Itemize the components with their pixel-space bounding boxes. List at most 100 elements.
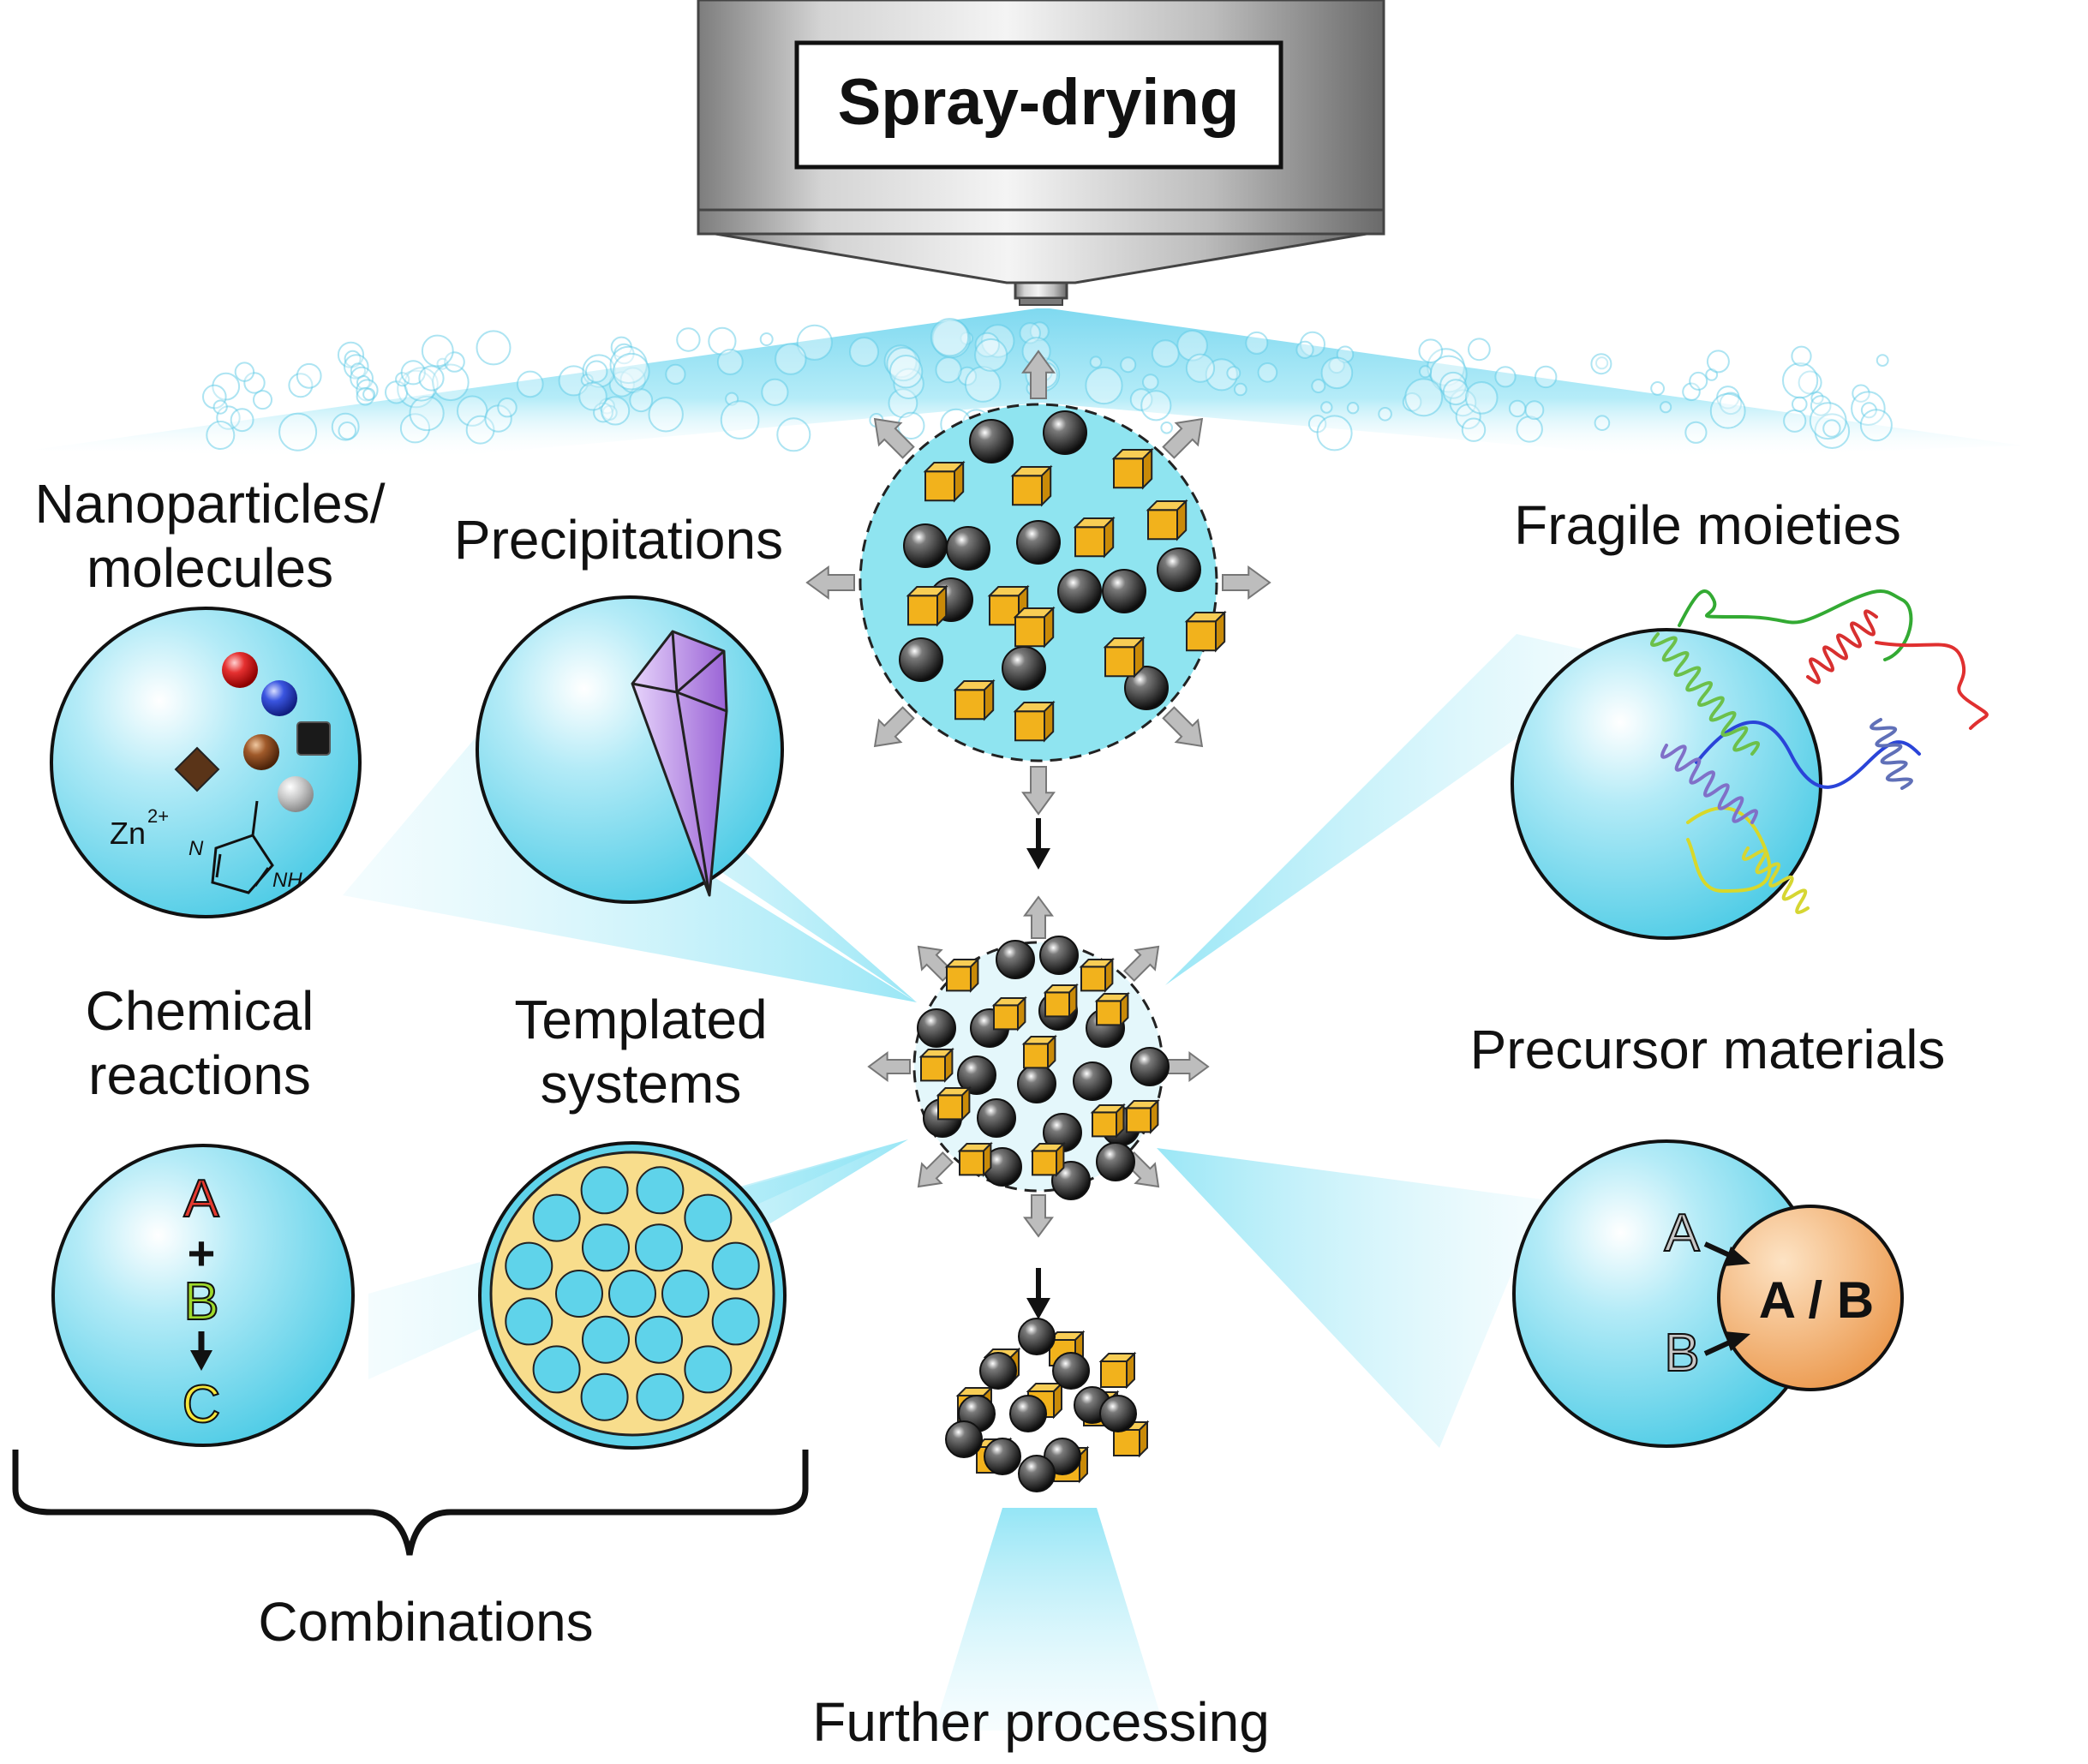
gold-cube — [923, 460, 966, 503]
gold-cube — [1124, 1098, 1160, 1134]
spray-bubble — [1684, 421, 1708, 444]
template-pore — [684, 1193, 733, 1242]
protein-helix — [1742, 846, 1810, 914]
spray-bubble — [1682, 382, 1701, 402]
black-sphere — [1043, 410, 1087, 455]
spray-bubble — [1851, 391, 1886, 427]
spray-bubble — [1311, 379, 1326, 393]
protein-helix — [1806, 609, 1878, 685]
label-nanoparticles-1: Nanoparticles/ — [34, 473, 385, 535]
nanoparticles-droplet: Zn 2+ N NH — [50, 607, 362, 918]
imidazole-n-label: N — [188, 837, 204, 860]
zinc-ion-charge: 2+ — [147, 805, 169, 827]
gold-cube — [1098, 1351, 1137, 1390]
gold-cube — [1030, 1141, 1066, 1177]
spray-bubble — [1516, 416, 1543, 443]
template-pore — [582, 1223, 630, 1272]
template-pore — [532, 1345, 581, 1394]
spray-bubble — [234, 362, 255, 382]
gold-cube — [1103, 636, 1146, 679]
spray-bubble — [1595, 356, 1609, 370]
spray-bubble — [1782, 362, 1819, 399]
precursor-droplet: A B A / B — [1512, 1139, 1904, 1448]
label-further: Further processing — [812, 1691, 1270, 1753]
spray-bubble — [1494, 366, 1517, 388]
spray-bubble — [362, 387, 376, 401]
spray-bubble — [720, 400, 760, 440]
label-chemical-2: reactions — [88, 1044, 311, 1106]
black-sphere — [899, 637, 943, 682]
chemical-droplet: A + B C — [51, 1144, 355, 1447]
black-sphere — [1096, 1142, 1135, 1181]
spray-bubble — [796, 324, 833, 361]
diamond-particle — [174, 746, 220, 792]
spray-bubble — [212, 399, 228, 415]
template-pore — [636, 1166, 685, 1215]
black-sphere — [1057, 569, 1102, 613]
gold-cube — [1079, 957, 1115, 993]
black-sphere — [1157, 547, 1201, 592]
gold-cube — [1094, 991, 1130, 1027]
spray-bubble — [1650, 381, 1665, 396]
black-sphere — [984, 1438, 1021, 1475]
spray-bubble — [253, 390, 272, 410]
spray-bubble — [648, 397, 684, 433]
evaporation-arrow — [867, 1051, 911, 1082]
gold-cube — [957, 1141, 993, 1177]
black-sphere — [1017, 1064, 1056, 1103]
spray-bubble — [1226, 366, 1241, 380]
precursor-a: A — [1664, 1204, 1700, 1263]
spray-bubble — [1792, 396, 1808, 413]
spray-bubble — [1151, 339, 1180, 368]
spray-bubble — [888, 388, 918, 419]
template-pore — [582, 1315, 630, 1364]
spray-bubble — [1660, 401, 1672, 414]
evaporation-arrows-initial — [805, 350, 1271, 816]
spray-bubble — [585, 360, 608, 383]
beam-fragile — [1165, 634, 1628, 985]
evaporation-arrow — [873, 706, 915, 748]
evaporation-arrow — [1023, 895, 1054, 939]
spray-bubble — [1245, 331, 1269, 355]
gold-cube — [991, 996, 1027, 1031]
spray-bubble — [1464, 381, 1499, 415]
gold-cube — [944, 957, 980, 993]
page-title: Spray-drying — [838, 66, 1240, 139]
label-chemical-1: Chemical — [86, 980, 314, 1042]
label-templated-1: Templated — [514, 989, 767, 1050]
spray-bubble — [409, 395, 445, 432]
spray-bubble — [1160, 422, 1173, 434]
spray-bubble — [465, 415, 495, 445]
black-sphere — [979, 1352, 1017, 1390]
spray-bubble — [418, 365, 445, 392]
template-pore — [711, 1241, 760, 1290]
gold-cube — [936, 1085, 972, 1121]
beam-further — [934, 1508, 1165, 1731]
spray-bubble — [1791, 345, 1812, 367]
black-sphere — [1124, 666, 1169, 710]
spray-bubble — [558, 365, 589, 397]
spray-bubble — [1176, 330, 1208, 362]
template-pore — [661, 1270, 709, 1318]
reactant-b: B — [183, 1272, 218, 1331]
gold-cube — [918, 1047, 954, 1083]
spray-bubble — [629, 388, 654, 413]
protein-loop — [1875, 641, 1989, 730]
droplet-initial — [805, 350, 1271, 816]
spray-bubble — [776, 417, 811, 452]
title-box — [794, 40, 1283, 170]
spray-bubble — [497, 398, 518, 418]
spray-bubble — [476, 330, 512, 366]
spray-bubble — [444, 351, 465, 373]
brown-nanoparticle — [243, 734, 279, 770]
spray-bubble — [1085, 366, 1123, 405]
black-sphere — [1018, 1318, 1056, 1355]
black-sphere — [1018, 1455, 1056, 1492]
label-nanoparticles-2: molecules — [87, 537, 333, 599]
dry-particle — [945, 1318, 1150, 1492]
template-pore — [505, 1241, 553, 1290]
template-pore — [636, 1372, 685, 1421]
template-pore — [711, 1297, 760, 1346]
spray-bubble — [849, 337, 879, 368]
arrow-down-1 — [1026, 818, 1050, 870]
